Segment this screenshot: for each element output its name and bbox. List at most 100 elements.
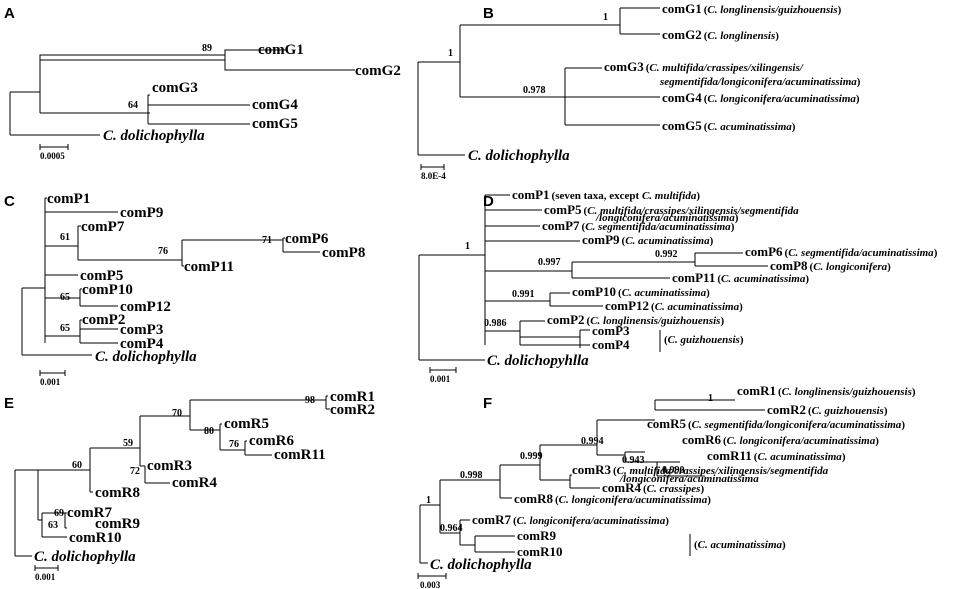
tip-label: comP8 [322, 245, 365, 261]
tip-label-with-taxa: comP7(C. segmentifida/acuminatissima) [542, 218, 735, 233]
tip-label: comR8 [95, 485, 140, 501]
tip-label-with-taxa: comR6(C. longiconifera/acuminatissima) [682, 432, 879, 447]
tip-label: comP9 [120, 205, 163, 221]
support-value: 65 [60, 323, 70, 334]
taxa-annotation: (C. guizhouensis) [664, 334, 744, 346]
tip-label-with-taxa: comR2(C. guizhouensis) [767, 402, 888, 417]
tip-label-with-taxa: comP11(C. acuminatissima) [672, 270, 809, 285]
scale-bar-label: 0.001 [40, 377, 61, 387]
support-value: 0.997 [538, 257, 561, 268]
support-value: 89 [202, 43, 212, 54]
root-label: C. dolichophylla [34, 549, 136, 565]
support-value: 76 [158, 246, 168, 257]
panel-f: F 0.994 1 0.943 0.990 0.999 0.998 1 0.96… [417, 383, 916, 589]
tip-label: comP2 [82, 312, 125, 328]
support-value: 0.978 [523, 85, 546, 96]
support-value: 63 [48, 520, 58, 531]
panel-label-b: B [483, 5, 494, 22]
tip-label-with-taxa: comP10(C. acuminatissima) [572, 284, 710, 299]
tip-label: comP10 [82, 282, 133, 298]
tip-label-with-taxa: comR3(C. multifida/crassipes/xilingensis… [572, 462, 829, 477]
panel-label-a: A [4, 5, 15, 22]
tip-label-with-taxa: comP5(C. multifida/crassipes/xilingensis… [544, 202, 799, 217]
support-value: 80 [204, 426, 214, 437]
tip-label: comP11 [184, 259, 234, 275]
support-value: 65 [60, 292, 70, 303]
tip-label: comR11 [274, 447, 326, 463]
support-value: 61 [60, 232, 70, 243]
support-value: 0.991 [512, 289, 535, 300]
panel-label-d: D [483, 193, 494, 210]
tip-label: comR3 [147, 458, 192, 474]
support-value: 1 [603, 12, 608, 23]
tip-label-with-taxa: comR5(C. segmentifida/longiconifera/acum… [647, 416, 905, 431]
support-value: 0.992 [655, 249, 678, 260]
tip-label: comG4 [252, 97, 298, 113]
tip-label: comR9 [95, 516, 140, 532]
support-value: 69 [54, 508, 64, 519]
support-value: 71 [262, 235, 272, 246]
tip-label-with-taxa: comR11(C. acuminatissima) [707, 448, 846, 463]
tip-label-with-taxa: comR4(C. crassipes) [602, 480, 704, 495]
support-value: 0.998 [460, 470, 483, 481]
tip-label: comP3 [120, 322, 163, 338]
root-label: C. dolichophylla [103, 128, 205, 144]
panel-c: C 61 76 71 65 65 comP1 comP9 comP7 comP1… [4, 191, 365, 387]
tip-label-with-taxa: comG1(C. longlinensis/guizhouensis) [662, 1, 842, 16]
tip-label-with-taxa: comR8(C. longiconifera/acuminatissima) [514, 491, 711, 506]
tip-label: comG5 [252, 116, 298, 132]
taxa-annotation-continued: /longiconifera/acuminatissima) [595, 212, 739, 224]
support-value: 1 [448, 48, 453, 59]
panel-e: E 98 70 80 76 59 72 60 69 63 comR1 comR2… [4, 389, 375, 582]
support-value: 1 [426, 495, 431, 506]
tip-label: comP12 [120, 299, 171, 315]
support-value: 60 [72, 460, 82, 471]
tip-label: comP5 [80, 268, 123, 284]
tip-label-with-taxa: comR7(C. longiconifera/acuminatissima) [472, 512, 669, 527]
tip-label-with-taxa: comP1(seven taxa, except C. multifida) [512, 187, 700, 202]
tip-label-with-taxa: comG2(C. longlinensis) [662, 27, 779, 42]
taxa-annotation: (C. acuminatissima) [694, 539, 786, 551]
support-value: 0.964 [440, 523, 463, 534]
panel-d: D 1 0.997 0.992 0.991 0.986 comP1(seven … [418, 187, 938, 384]
panel-label-c: C [4, 193, 15, 210]
tip-label: comR7 [67, 505, 112, 521]
tip-label: comG3 [152, 80, 198, 96]
tip-label-with-taxa: comP9(C. acuminatissima) [582, 232, 714, 247]
panel-label-f: F [483, 395, 492, 412]
support-value: 0.999 [520, 451, 543, 462]
panel-a: A 89 64 comG1 comG2 comG3 comG4 comG5 C.… [4, 5, 401, 161]
root-label: C. dolichophylla [468, 148, 570, 164]
tip-label-with-taxa: comG4(C. longiconifera/acuminatissima) [662, 90, 860, 105]
tip-label: comR6 [249, 433, 294, 449]
support-value: 1 [708, 393, 713, 404]
tip-label: comP1 [47, 191, 90, 207]
tip-label-with-taxa: comP2(C. longlinensis/guizhouensis) [547, 312, 724, 327]
tip-label: comR4 [172, 475, 217, 491]
root-label: C. dolichophylla [430, 557, 532, 573]
tip-label: comR9 [517, 528, 556, 543]
tip-label-with-taxa: comG3(C. multifida/crassipes/xilingensis… [604, 59, 804, 74]
tip-label: comP6 [285, 231, 329, 247]
tip-label: comG2 [355, 63, 401, 79]
tip-label: comP3 [592, 323, 630, 338]
tip-label: comR2 [330, 402, 375, 418]
tip-label-with-taxa: comP8(C. longiconifera) [770, 258, 891, 273]
tip-label: comP4 [120, 336, 164, 352]
root-label: C. dolichophylla [95, 349, 197, 365]
taxa-annotation-continued: segmentifida/longiconifera/acuminatissim… [659, 76, 861, 88]
panel-label-e: E [4, 395, 14, 412]
support-value: 72 [130, 466, 140, 477]
tip-label: comR1 [330, 389, 375, 405]
support-value: 1 [465, 241, 470, 252]
support-value: 70 [172, 408, 182, 419]
support-value: 0.986 [484, 318, 507, 329]
tip-label: comR10 [517, 544, 563, 559]
panel-b: B 1 1 0.978 comG1(C. longlinensis/guizho… [417, 1, 861, 181]
scale-bar-label: 0.0005 [40, 151, 65, 161]
tip-label: comR10 [69, 530, 122, 546]
tip-label-with-taxa: comR1(C. longlinensis/guizhouensis) [737, 383, 916, 398]
tip-label-with-taxa: comG5(C. acuminatissima) [662, 118, 796, 133]
support-value: 59 [123, 438, 133, 449]
